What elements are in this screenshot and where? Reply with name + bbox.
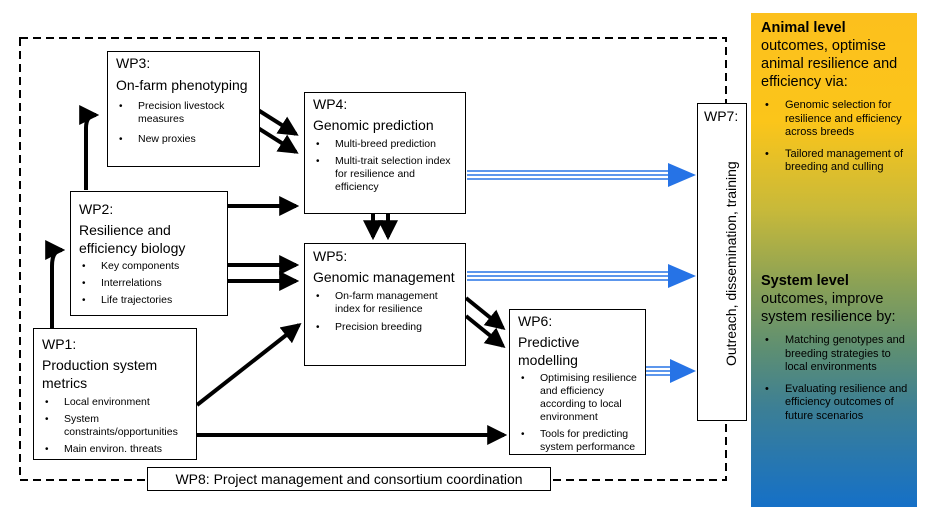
outcomes-panel: Animal level outcomes, optimise animal r… <box>751 13 917 507</box>
wp3-title: On-farm phenotyping <box>116 77 248 93</box>
wp5-item: Precision breeding <box>313 321 459 334</box>
system-heading-bold: System level <box>761 273 849 289</box>
wp3-item: New proxies <box>116 133 253 146</box>
arrow-wp6-to-wp7 <box>645 359 696 383</box>
wp2-item: Key components <box>79 260 221 273</box>
wp3-items: Precision livestock measures New proxies <box>116 100 253 146</box>
animal-heading-bold: Animal level <box>761 20 846 36</box>
wp5-title: Genomic management <box>313 269 455 285</box>
system-item: Matching genotypes and breeding strategi… <box>761 334 913 375</box>
wp4-title: Genomic prediction <box>313 117 434 133</box>
wp3-box: WP3: On-farm phenotyping Precision lives… <box>107 51 260 167</box>
wp4-items: Multi-breed prediction Multi-trait selec… <box>313 138 459 194</box>
animal-item: Tailored management of breeding and cull… <box>761 148 911 175</box>
wp6-items: Optimising resilience and efficiency acc… <box>518 372 639 454</box>
wp3-code: WP3: <box>116 55 151 71</box>
wp4-item: Multi-breed prediction <box>313 138 459 151</box>
system-item: Evaluating resilience and efficiency out… <box>761 383 913 424</box>
wp7-code: WP7: <box>704 108 739 124</box>
wp2-item: Interrelations <box>79 277 221 290</box>
animal-heading: Animal level outcomes, optimise animal r… <box>761 19 911 91</box>
animal-items: Genomic selection for resilience and eff… <box>761 99 911 175</box>
wp6-title: Predictive modelling <box>518 334 580 368</box>
wp4-box: WP4: Genomic prediction Multi-breed pred… <box>304 92 466 214</box>
system-items: Matching genotypes and breeding strategi… <box>761 334 913 423</box>
arrow-wp5-to-wp6-a <box>464 296 506 331</box>
system-heading-rest: outcomes, improve system resilience by: <box>761 291 896 325</box>
wp6-item: Tools for predicting system performance <box>518 428 639 454</box>
wp7-box: WP7: Outreach, dissemination, training <box>697 103 747 421</box>
wp5-code: WP5: <box>313 248 348 264</box>
animal-item: Genomic selection for resilience and eff… <box>761 99 911 140</box>
wp1-items: Local environment System constraints/opp… <box>42 396 190 456</box>
arrow-wp3-to-wp4-b <box>256 126 299 154</box>
animal-heading-rest: outcomes, optimise animal resilience and… <box>761 38 898 90</box>
wp5-box: WP5: Genomic management On-farm manageme… <box>304 243 466 366</box>
wp1-item: System constraints/opportunities <box>42 413 182 439</box>
wp1-code: WP1: <box>42 336 77 352</box>
wp6-code: WP6: <box>518 313 553 329</box>
wp8-label: WP8: Project management and consortium c… <box>147 467 551 491</box>
arrow-wp5-to-wp7 <box>467 264 696 288</box>
arrow-wp2-to-wp3 <box>79 105 100 190</box>
wp5-item: On-farm management index for resilience <box>313 290 459 316</box>
wp2-code: WP2: <box>79 201 114 217</box>
arrow-wp1-to-wp5 <box>195 323 302 407</box>
wp4-code: WP4: <box>313 96 348 112</box>
wp6-box: WP6: Predictive modelling Optimising res… <box>509 309 646 455</box>
wp7-title: Outreach, dissemination, training <box>723 161 739 366</box>
wp6-item: Optimising resilience and efficiency acc… <box>518 372 639 424</box>
wp4-item: Multi-trait selection index for resilien… <box>313 155 459 194</box>
system-outcomes: System level outcomes, improve system re… <box>761 272 913 431</box>
arrow-wp1-to-wp2 <box>45 240 66 328</box>
arrow-wp5-to-wp6-b <box>464 314 506 349</box>
wp1-title: Production system metrics <box>42 357 158 391</box>
wp2-item: Life trajectories <box>79 294 221 307</box>
wp5-items: On-farm management index for resilience … <box>313 290 459 334</box>
wp1-item: Main environ. threats <box>42 443 190 456</box>
wp2-title: Resilience and efficiency biology <box>79 222 186 256</box>
arrow-wp3-to-wp4-a <box>256 108 299 136</box>
wp1-box: WP1: Production system metrics Local env… <box>33 328 197 460</box>
arrow-wp4-to-wp7 <box>467 163 696 187</box>
wp2-items: Key components Interrelations Life traje… <box>79 260 221 307</box>
wp2-box: WP2: Resilience and efficiency biology K… <box>70 191 228 316</box>
system-heading: System level outcomes, improve system re… <box>761 272 913 326</box>
animal-outcomes: Animal level outcomes, optimise animal r… <box>761 19 911 175</box>
wp1-item: Local environment <box>42 396 190 409</box>
wp3-item: Precision livestock measures <box>116 100 253 126</box>
